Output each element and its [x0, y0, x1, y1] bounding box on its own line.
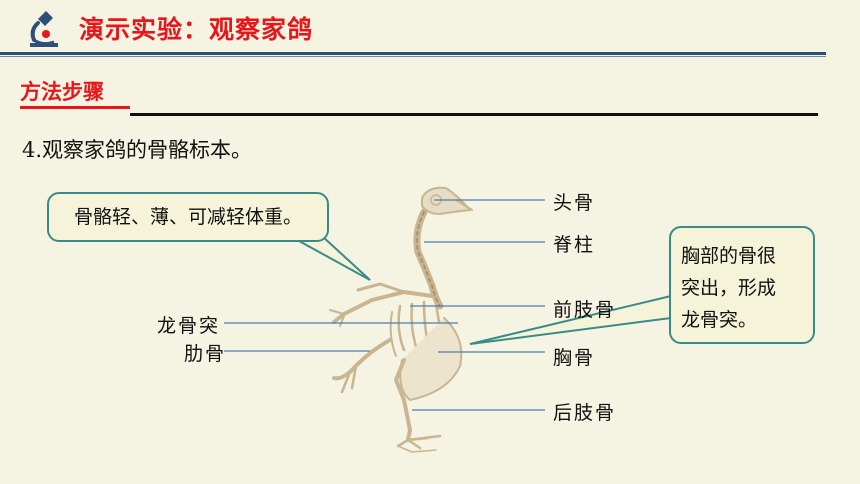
section-underline-red [20, 106, 130, 109]
label-skull: 头骨 [553, 192, 596, 214]
step-text: 4.观察家鸽的骨骼标本。 [22, 138, 253, 162]
page-title: 演示实验：观察家鸽 [79, 15, 314, 44]
header-divider-thin [0, 56, 826, 57]
section-title: 方法步骤 [20, 80, 104, 104]
label-spine: 脊柱 [553, 234, 596, 256]
label-forelimb: 前肢骨 [553, 299, 617, 321]
callout-keel: 胸部的骨很 突出，形成 龙骨突。 [669, 226, 815, 344]
callout-left-tail [289, 235, 371, 281]
callout-keel-line2: 突出，形成 [681, 277, 777, 299]
callout-light-bones: 骨骼轻、薄、可减轻体重。 [47, 192, 329, 242]
skeleton-drawing [329, 186, 473, 453]
leader-lines [224, 199, 545, 411]
header-divider [0, 52, 826, 55]
label-sternum: 胸骨 [553, 347, 596, 369]
label-hindlimb: 后肢骨 [553, 402, 617, 424]
callout-keel-line3: 龙骨突。 [681, 309, 758, 331]
label-keel: 龙骨突 [157, 315, 221, 337]
section-underline-black [130, 113, 818, 116]
microscope-icon [30, 11, 58, 47]
callout-keel-line1: 胸部的骨很 [681, 245, 777, 267]
label-ribs: 肋骨 [184, 343, 227, 365]
